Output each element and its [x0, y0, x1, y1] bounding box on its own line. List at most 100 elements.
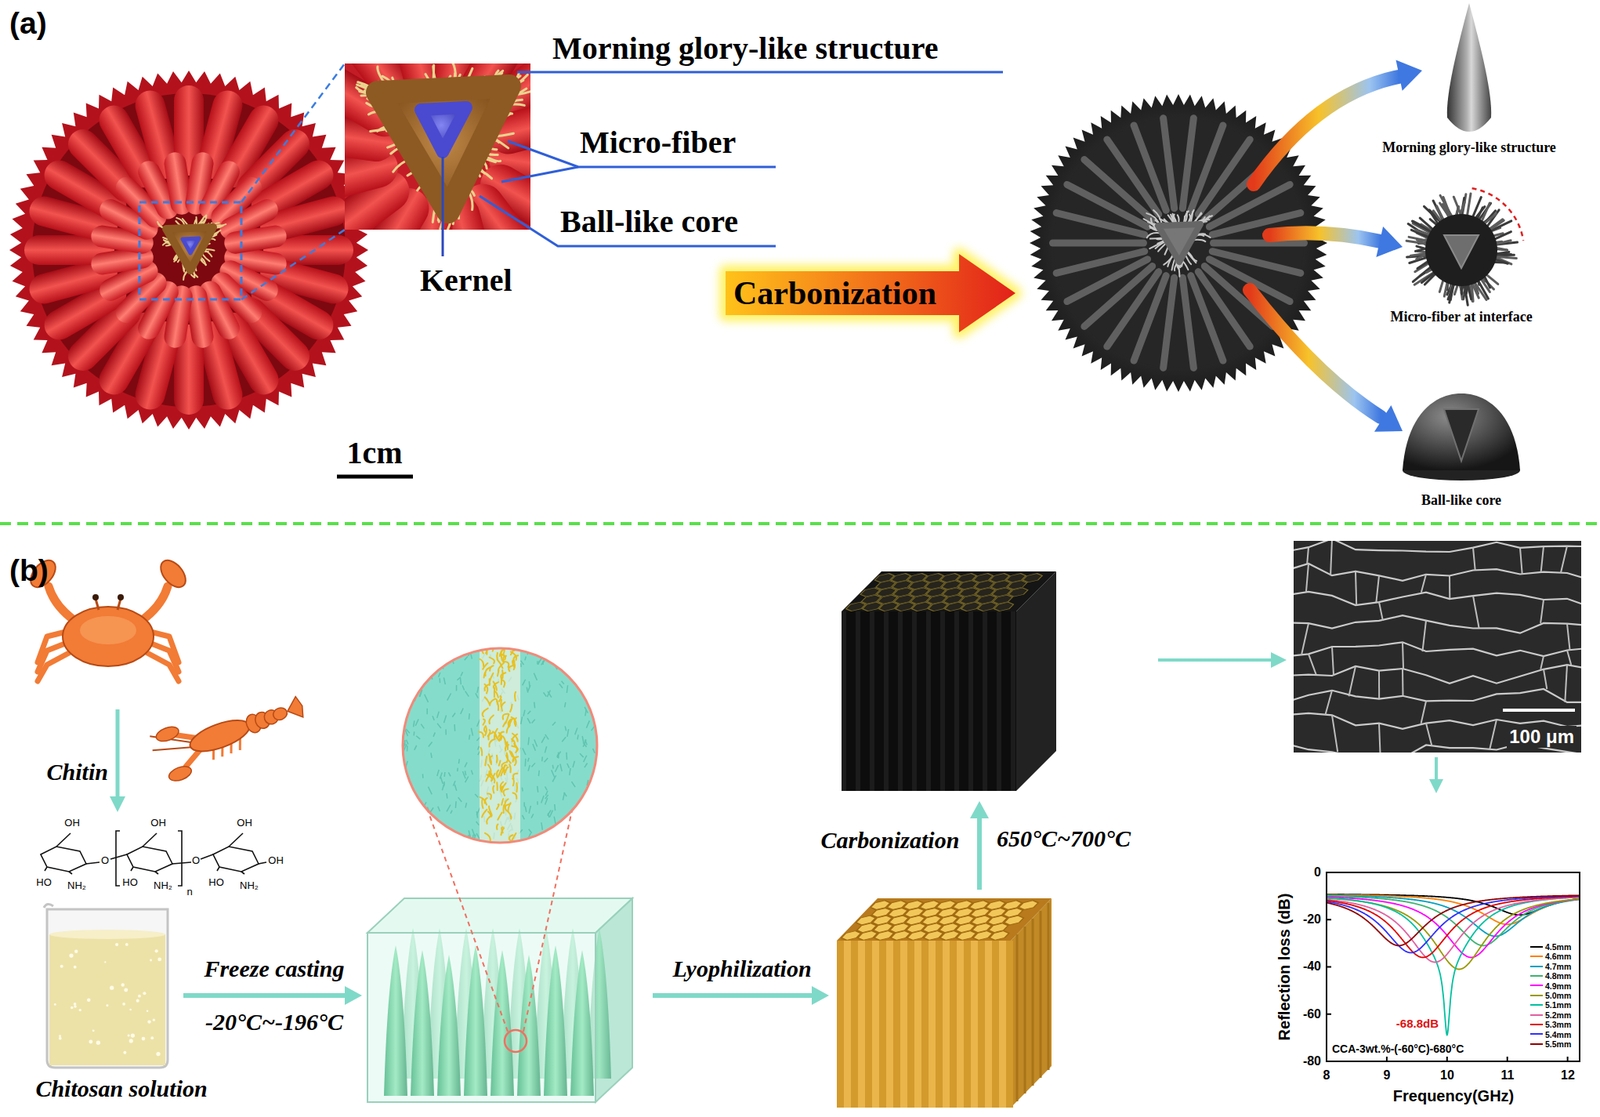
bubble [58, 1034, 62, 1037]
bubble [105, 1003, 109, 1007]
arrow-glow [725, 253, 1016, 333]
legend-text: 5.5mm [1545, 1038, 1572, 1049]
ice-texture [524, 656, 526, 661]
ice-texture [560, 763, 562, 772]
ice-texture [523, 709, 525, 717]
chitosan-fiber [490, 773, 496, 783]
zoom-line [241, 63, 345, 203]
ice-texture [588, 799, 591, 806]
ice-texture [527, 717, 531, 724]
chitosan-fiber [483, 719, 486, 725]
core-cut [1444, 235, 1479, 268]
ice-texture [547, 691, 552, 697]
top-ground [836, 897, 1052, 941]
ice-texture [520, 662, 522, 667]
ice-texture [422, 773, 424, 778]
chitosan-fiber [499, 647, 505, 656]
carbon-tube [1209, 239, 1308, 247]
ice-texture [468, 734, 471, 739]
channel [850, 940, 858, 1108]
lobster-body [186, 713, 254, 758]
morning-glory-cone [1447, 3, 1492, 132]
arrow-shaft [652, 992, 814, 998]
tick-label: -60 [1303, 1006, 1322, 1021]
tick-label: 12 [1560, 1067, 1575, 1083]
chitosan-fiber [501, 798, 504, 805]
top-ground [841, 571, 1057, 612]
cell-wall [1293, 591, 1582, 607]
crab-eye [117, 593, 124, 601]
bubble [155, 1051, 160, 1056]
curves [1326, 894, 1580, 1035]
legend-text: 5.3mm [1545, 1019, 1572, 1029]
cell-wall [1379, 601, 1383, 621]
ice-texture [557, 754, 559, 758]
ice-texture [468, 713, 471, 719]
ice-texture [565, 752, 568, 761]
cell-wall [1378, 670, 1380, 699]
legend-line [1530, 984, 1543, 986]
arrow-shaft [1434, 756, 1438, 781]
cell-wall [1426, 723, 1432, 746]
ice-texture [424, 694, 429, 703]
bracket [177, 830, 182, 886]
ice-texture [403, 681, 406, 690]
ice-texture [429, 660, 431, 665]
channel [963, 940, 971, 1108]
ice-texture [433, 656, 435, 663]
atom-label: NH₂ [239, 879, 259, 892]
legend-line [1530, 945, 1543, 948]
ice-texture [587, 658, 591, 663]
cell-wall [1306, 546, 1309, 564]
bond [86, 861, 100, 864]
cell-wall [1540, 599, 1544, 623]
legend-line [1530, 1032, 1543, 1035]
ice-texture [423, 810, 426, 818]
atom-label: HO [36, 876, 52, 889]
cell-wall [1306, 563, 1309, 592]
ice-texture [477, 745, 480, 750]
chitosan-fiber [480, 796, 486, 804]
ice-texture [545, 790, 548, 796]
arrow-head [811, 985, 829, 1005]
honeycomb-cell [987, 930, 1012, 941]
channel [869, 611, 875, 791]
channel [926, 611, 931, 791]
bond [68, 871, 73, 874]
legend-text: 4.7mm [1545, 961, 1572, 971]
chitosan-fiber [488, 806, 492, 815]
ice-texture [414, 648, 417, 656]
ice-texture [538, 660, 540, 665]
bubble [137, 994, 142, 998]
tick-label: 10 [1440, 1067, 1455, 1083]
ice-texture [432, 715, 435, 721]
ice-texture [448, 771, 451, 776]
ice-texture [561, 736, 566, 742]
cell-wall [1567, 650, 1572, 666]
channel [991, 940, 1000, 1108]
zoom-ground [402, 647, 598, 843]
arrow-shaft [183, 992, 347, 998]
ice-texture [567, 763, 570, 768]
ice-texture [575, 672, 579, 680]
kernel [182, 238, 200, 254]
ice-texture [437, 723, 442, 728]
bubble [146, 1009, 149, 1013]
arrow-body [725, 253, 1016, 333]
arrow-shaft [1249, 289, 1381, 417]
zoom-spot [504, 1029, 527, 1052]
red-flower-illustration [9, 70, 369, 430]
chitosan-fiber [481, 798, 483, 808]
ice-texture [591, 726, 595, 731]
tick-label: -40 [1303, 959, 1322, 974]
lobster-claw [166, 763, 194, 783]
carbon-top [841, 571, 1057, 612]
tick [1506, 1056, 1509, 1061]
ice-texture [571, 833, 573, 840]
ice-texture [405, 728, 410, 733]
chitosan-fiber [493, 687, 496, 698]
chitosan-fiber [495, 691, 499, 697]
block-front [841, 611, 1017, 791]
arrow-shaft [1158, 658, 1273, 662]
ice-texture [579, 752, 584, 757]
